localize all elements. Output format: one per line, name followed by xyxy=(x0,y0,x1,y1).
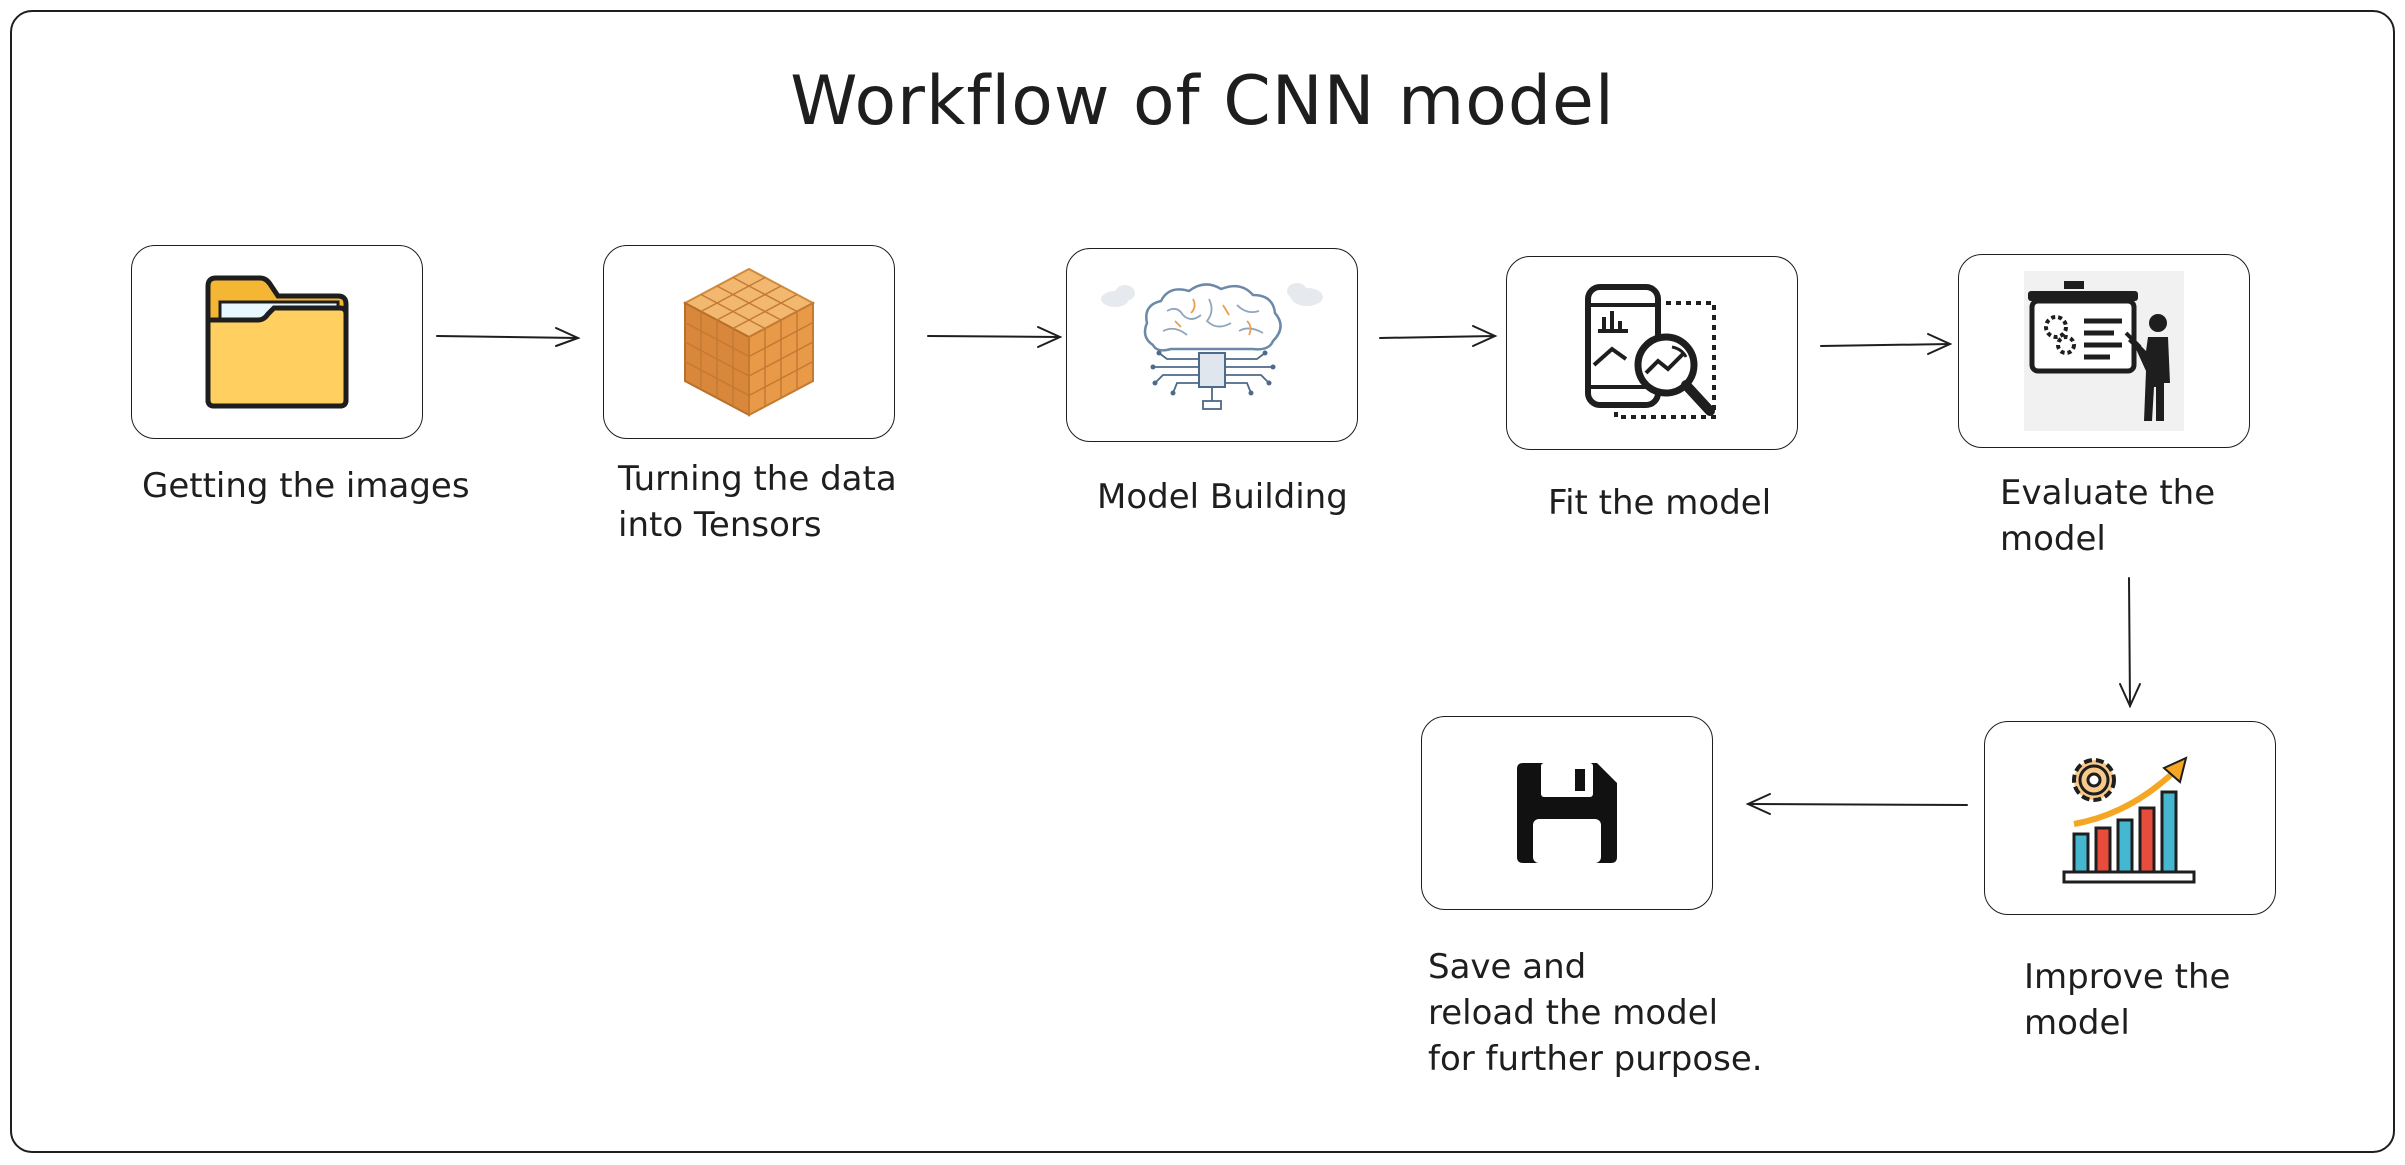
phone-analytics-icon xyxy=(1585,284,1716,419)
arrow-step3-to-step4 xyxy=(1379,325,1498,347)
label-tensors: Turning the data into Tensors xyxy=(618,459,897,545)
arrow-step4-to-step5 xyxy=(1820,333,1953,355)
folder-icon xyxy=(205,275,349,409)
label-improve-model: Improve the model xyxy=(2024,957,2231,1043)
arrow-step6-to-step7 xyxy=(1745,793,1968,815)
diagram-frame xyxy=(10,10,2395,1153)
node-model-building xyxy=(1066,248,1358,442)
arrow-step2-to-step3 xyxy=(927,326,1063,348)
arrow-step1-to-step2 xyxy=(436,327,581,347)
label-fit-model: Fit the model xyxy=(1548,483,1772,523)
label-evaluate-model: Evaluate the model xyxy=(2000,473,2216,559)
label-model-building: Model Building xyxy=(1097,477,1348,517)
label-save-reload: Save and reload the model for further pu… xyxy=(1428,947,1763,1079)
floppy-disk-icon xyxy=(1517,763,1617,863)
brain-circuit-icon xyxy=(1101,283,1323,410)
label-getting-images: Getting the images xyxy=(142,466,470,506)
node-save-reload xyxy=(1421,716,1713,910)
tensor-cube-icon xyxy=(682,267,816,417)
node-improve-model xyxy=(1984,721,2276,915)
node-getting-images xyxy=(131,245,423,439)
presentation-icon xyxy=(2024,271,2184,431)
node-tensors xyxy=(603,245,895,439)
diagram-title: Workflow of CNN model xyxy=(790,62,1615,141)
arrow-step5-to-step6 xyxy=(2119,577,2141,709)
node-fit-model xyxy=(1506,256,1798,450)
growth-chart-icon xyxy=(2062,756,2196,884)
node-evaluate-model xyxy=(1958,254,2250,448)
